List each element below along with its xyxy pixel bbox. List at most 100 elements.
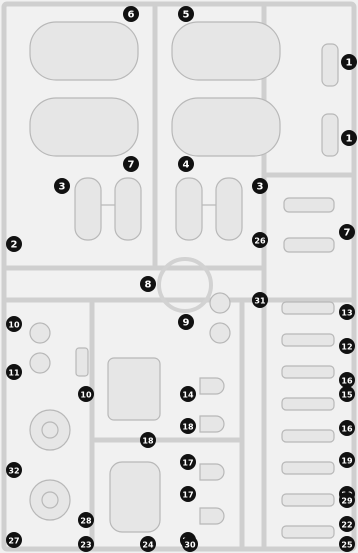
part-number-callout: 17 — [180, 486, 196, 502]
callout-number: 32 — [8, 467, 19, 476]
callout-number: 17 — [182, 459, 193, 468]
part-number-callout: 16 — [339, 420, 355, 436]
callout-number: 2 — [11, 240, 18, 251]
callout-number: 7 — [128, 160, 135, 171]
callout-number: 23 — [80, 541, 91, 550]
callout-dot — [339, 372, 355, 388]
callout-number: 5 — [183, 10, 190, 21]
wheel-part-3 — [175, 177, 203, 241]
part-number-callout: 1 — [341, 130, 357, 146]
part-number-callout: 18 — [140, 432, 156, 448]
part-number-callout: 13 — [339, 304, 355, 320]
callout-number: 18 — [142, 437, 154, 446]
callout-number: 1 — [346, 134, 353, 145]
callout-number: 31 — [254, 297, 266, 306]
callout-dot — [6, 236, 22, 252]
callout-number: 12 — [341, 343, 352, 352]
callout-number: 3 — [257, 182, 264, 193]
callout-dot — [339, 492, 355, 508]
callout-dot — [6, 532, 22, 548]
part-number-callout: 22 — [339, 516, 355, 532]
callout-dot — [182, 536, 198, 552]
wheel-part-4 — [215, 177, 243, 241]
callout-dot — [339, 338, 355, 354]
callout-dot — [78, 536, 94, 552]
callout-dot — [6, 364, 22, 380]
part-number-callout: 3 — [54, 178, 70, 194]
tank-part-lower-right — [171, 97, 281, 157]
callout-dot — [140, 432, 156, 448]
callout-dot — [180, 386, 196, 402]
part-number-callout: 31 — [252, 292, 268, 308]
block-parts — [75, 347, 161, 533]
part-number-callout: 27 — [6, 532, 22, 548]
callout-dot — [140, 536, 156, 552]
block-part-lower — [109, 461, 161, 533]
callout-dot — [252, 232, 268, 248]
callout-number: 13 — [341, 309, 352, 318]
callout-number: 27 — [8, 537, 19, 546]
callout-number: 7 — [344, 228, 351, 239]
part-number-callout: 10 — [78, 386, 94, 402]
part-number-callout: 32 — [6, 462, 22, 478]
part-number-callout: 7 — [123, 156, 139, 172]
part-number-callout: 4 — [178, 156, 194, 172]
callout-dot — [123, 6, 139, 22]
callout-dot — [339, 452, 355, 468]
part-number-callout: 30 — [182, 536, 198, 552]
callout-number: 10 — [80, 391, 92, 400]
part-number-callout: 17 — [180, 454, 196, 470]
callout-number: 18 — [182, 423, 194, 432]
block-part-upper — [107, 357, 161, 421]
callout-number: 6 — [128, 10, 135, 21]
callout-number: 24 — [142, 541, 154, 550]
part-number-callout: 28 — [78, 512, 94, 528]
callout-dot — [180, 454, 196, 470]
callout-dot — [178, 6, 194, 22]
part-number-callout: 11 — [6, 364, 22, 380]
callout-number: 14 — [182, 391, 194, 400]
part-number-callout: 7 — [339, 224, 355, 240]
callout-dot — [341, 130, 357, 146]
part-number-callout: 18 — [180, 418, 196, 434]
callout-dot — [180, 418, 196, 434]
cup-parts — [199, 377, 225, 525]
callout-number: 8 — [145, 280, 152, 291]
callout-number: 11 — [8, 369, 20, 378]
part-number-callout: 19 — [339, 452, 355, 468]
rod-parts — [283, 43, 339, 253]
ring-part — [157, 257, 213, 313]
callout-number: 16 — [341, 377, 353, 386]
callout-dot — [339, 386, 355, 402]
callout-dot — [54, 178, 70, 194]
part-number-callout: 8 — [140, 276, 156, 292]
part-number-callout: 16 — [339, 372, 355, 388]
part-number-callout: 23 — [78, 536, 94, 552]
callout-number: 3 — [59, 182, 66, 193]
callout-dot — [123, 156, 139, 172]
tank-parts — [29, 21, 281, 157]
part-number-callout: 25 — [339, 536, 355, 552]
wheel-part-2 — [114, 177, 142, 241]
callout-dot — [140, 276, 156, 292]
callout-dot — [252, 292, 268, 308]
part-number-callout: 1 — [341, 54, 357, 70]
callout-dot — [339, 224, 355, 240]
callout-dot — [339, 304, 355, 320]
small-round-parts — [29, 292, 231, 374]
wheel-part-1 — [74, 177, 102, 241]
part-number-callout: 2 — [6, 236, 22, 252]
part-number-callout: 10 — [6, 316, 22, 332]
callout-number: 17 — [182, 491, 193, 500]
callout-dot — [341, 54, 357, 70]
callout-number: 28 — [80, 517, 92, 526]
callout-number: 10 — [8, 321, 20, 330]
callout-dot — [178, 314, 194, 330]
callout-number: 29 — [341, 497, 353, 506]
part-number-callout: 14 — [180, 386, 196, 402]
callout-dot — [6, 462, 22, 478]
callout-dot — [6, 316, 22, 332]
